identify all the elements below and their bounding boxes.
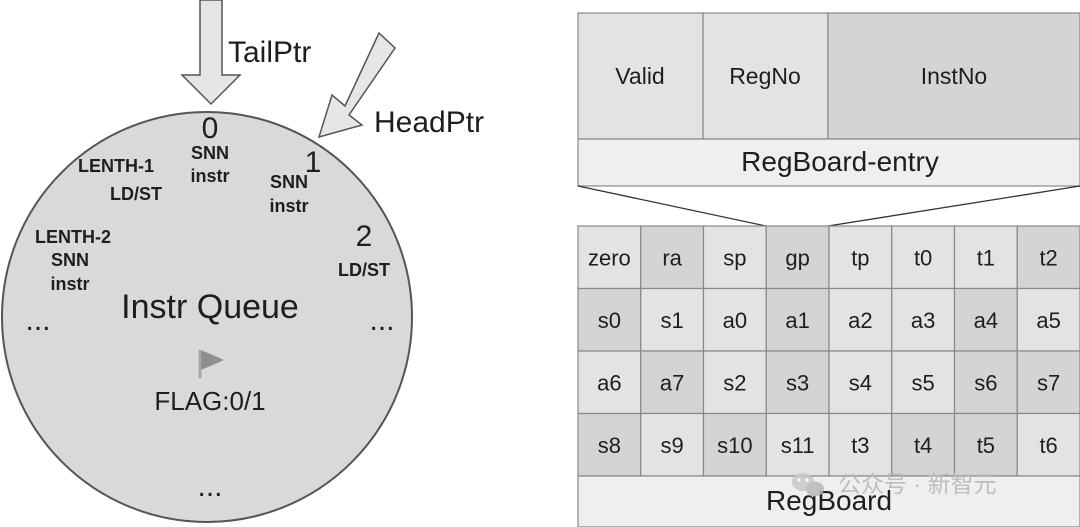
tail-ptr-arrow [180, 0, 242, 106]
flag-label: FLAG:0/1 [154, 386, 265, 416]
register-s0: s0 [598, 308, 621, 333]
register-a3: a3 [911, 308, 935, 333]
register-s9: s9 [661, 433, 684, 458]
slot-lenth-2-line-2: instr [50, 274, 89, 294]
register-cell [891, 350, 956, 415]
entry-field-regno: RegNo [729, 63, 801, 89]
instr-queue: TailPtr HeadPtr 0 SNN instr 1 SNN instr … [1, 0, 484, 523]
ellipsis-left: ... [25, 304, 50, 337]
register-s3: s3 [786, 370, 809, 395]
zoom-line-left [577, 185, 767, 227]
slot-lenth-2-index: LENTH-2 [35, 227, 111, 247]
register-cell [891, 225, 956, 290]
register-t1: t1 [977, 245, 995, 270]
entry-field-valid-cell [577, 12, 704, 140]
register-cell [828, 225, 893, 290]
slot-lenth-1-index: LENTH-1 [78, 156, 154, 176]
register-s10: s10 [717, 433, 752, 458]
register-s5: s5 [912, 370, 935, 395]
regboard: zero ra sp gp tp t0 t1 t2 s0 s1 a0 a1 a2 a3 a4 a5 a6 a7 s2… [577, 225, 1080, 527]
watermark-text: 公众号 · 新智元 [838, 471, 996, 497]
flag-icon [198, 350, 224, 378]
register-t5: t5 [977, 433, 995, 458]
regboard-label: RegBoard [766, 485, 892, 516]
register-cell [702, 225, 767, 290]
entry-field-valid: Valid [615, 63, 664, 89]
register-cell [1016, 287, 1080, 352]
register-cell [577, 287, 642, 352]
register-cell [577, 350, 642, 415]
queue-circle [1, 111, 413, 523]
register-s4: s4 [849, 370, 872, 395]
zoom-line-right [827, 185, 1080, 227]
register-ra: ra [662, 245, 682, 270]
register-cell [828, 412, 893, 477]
slot-0-line-1: SNN [191, 143, 229, 163]
slot-1-line-2: instr [269, 196, 308, 216]
register-s7: s7 [1037, 370, 1060, 395]
slot-2-line-1: LD/ST [338, 260, 390, 280]
register-a4: a4 [974, 308, 998, 333]
entry-field-instno-cell [827, 12, 1080, 140]
register-cell [702, 412, 767, 477]
register-t2: t2 [1039, 245, 1057, 270]
register-t6: t6 [1039, 433, 1057, 458]
register-cell [640, 225, 705, 290]
register-zero: zero [588, 245, 631, 270]
watermark: 公众号 · 新智元 [792, 471, 996, 497]
ellipsis-right: ... [369, 304, 394, 337]
register-cell [828, 350, 893, 415]
entry-field-regno-cell [702, 12, 829, 140]
wechat-icon [792, 473, 824, 497]
slot-lenth-1-line-1: LD/ST [110, 184, 162, 204]
slot-lenth-2-line-1: SNN [51, 250, 89, 270]
register-sp: sp [723, 245, 746, 270]
register-s6: s6 [974, 370, 997, 395]
head-ptr-arrow [317, 31, 396, 139]
register-a1: a1 [785, 308, 809, 333]
regboard-entry-label: RegBoard-entry [741, 146, 939, 177]
register-s8: s8 [598, 433, 621, 458]
regboard-entry-bar [577, 138, 1080, 187]
register-tp: tp [851, 245, 869, 270]
register-a5: a5 [1036, 308, 1060, 333]
register-s11: s11 [781, 433, 815, 458]
ellipsis-bottom: ... [197, 470, 222, 503]
head-ptr-label: HeadPtr [374, 106, 484, 139]
register-a7: a7 [660, 370, 684, 395]
register-cell [828, 287, 893, 352]
register-cell [765, 350, 830, 415]
register-cell [1016, 225, 1080, 290]
register-s1: s1 [661, 308, 684, 333]
regboard-bar [577, 475, 1080, 527]
slot-0-line-2: instr [190, 166, 229, 186]
slot-0-index: 0 [202, 112, 219, 145]
register-cell [1016, 350, 1080, 415]
register-cell [577, 225, 642, 290]
register-s2: s2 [723, 370, 746, 395]
register-t0: t0 [914, 245, 932, 270]
slot-1-line-1: SNN [270, 172, 308, 192]
regboard-entry: Valid RegNo InstNo RegBoard-entry [577, 12, 1080, 187]
register-t4: t4 [914, 433, 932, 458]
register-gp: gp [785, 245, 809, 270]
slot-2-index: 2 [356, 220, 373, 253]
register-a0: a0 [723, 308, 747, 333]
register-cell [953, 350, 1018, 415]
entry-field-instno: InstNo [921, 63, 987, 89]
register-t3: t3 [851, 433, 869, 458]
tail-ptr-label: TailPtr [228, 36, 311, 69]
slot-1-index: 1 [305, 146, 322, 179]
register-cell [891, 412, 956, 477]
register-cell [765, 287, 830, 352]
regboard-grid: zero ra sp gp tp t0 t1 t2 s0 s1 a0 a1 a2 a3 a4 a5 a6 a7 s2… [577, 225, 1080, 477]
register-a2: a2 [848, 308, 872, 333]
register-cell [765, 412, 830, 477]
register-a6: a6 [597, 370, 621, 395]
queue-title: Instr Queue [121, 288, 299, 326]
register-cell [640, 412, 705, 477]
